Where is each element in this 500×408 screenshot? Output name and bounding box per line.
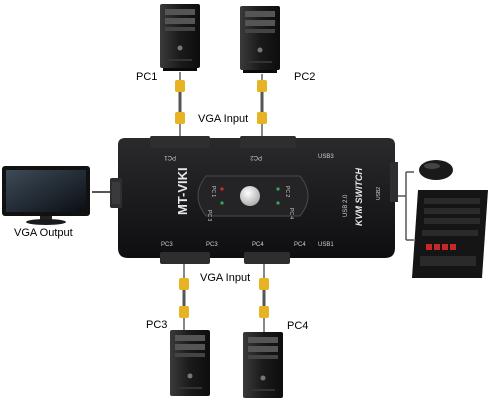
- kvm-switch-icon: PC1 PC2 USB3 PC3 PC3 PC4 PC4 USB1 PC 1 P…: [110, 136, 398, 264]
- vga-cable-pc1: [175, 72, 185, 142]
- switch-brand: MT-VIKI: [175, 167, 190, 215]
- led-pc3: [220, 201, 224, 205]
- switch-port-bottom-4: PC4: [294, 242, 306, 248]
- vga-connector-icon: [259, 278, 269, 290]
- vga-connector-icon: [179, 278, 189, 290]
- led-pc1: [220, 187, 224, 191]
- switch-usb2: USB2: [376, 187, 382, 200]
- label-pc1: PC1: [136, 71, 158, 83]
- vga-cable-pc3: [179, 262, 189, 330]
- switch-port-top-1: PC1: [164, 154, 176, 160]
- panel-label-pc3: PC 3: [206, 210, 212, 221]
- label-vga-output: VGA Output: [14, 227, 73, 239]
- label-vga-input-bottom: VGA Input: [200, 272, 251, 284]
- switch-port-top-2: PC2: [250, 154, 262, 160]
- vga-connector-icon: [175, 112, 185, 124]
- label-pc3: PC3: [146, 319, 168, 331]
- switch-model: KVM SWITCH: [354, 168, 364, 226]
- switch-button: [240, 186, 260, 206]
- switch-usb-version: USB 2.0: [343, 194, 349, 217]
- switch-port-top-3: USB3: [318, 154, 334, 160]
- panel-label-pc4: PC 4: [288, 208, 294, 219]
- vga-connector-icon: [259, 306, 269, 318]
- pc2-tower-icon: [240, 6, 280, 73]
- led-pc2: [276, 187, 280, 191]
- vga-cable-pc4: [259, 262, 269, 332]
- peripheral-bracket: [398, 171, 414, 241]
- switch-port-bottom-2: PC3: [206, 242, 218, 248]
- switch-port-bottom-3: PC4: [252, 242, 264, 248]
- pc3-tower-icon: [170, 330, 210, 396]
- panel-label-pc2: PC 2: [284, 186, 290, 197]
- keyboard-icon: [412, 190, 488, 278]
- vga-connector-icon: [257, 80, 267, 92]
- vga-connector-icon: [175, 80, 185, 92]
- pc4-tower-icon: [243, 332, 283, 398]
- pc1-tower-icon: [160, 4, 200, 71]
- panel-label-pc1: PC 1: [210, 186, 216, 197]
- label-pc2: PC2: [294, 71, 316, 83]
- monitor-icon: [2, 166, 90, 225]
- switch-port-bottom-5: USB1: [318, 242, 334, 248]
- led-pc4: [276, 201, 280, 205]
- vga-connector-icon: [179, 306, 189, 318]
- vga-connector-icon: [257, 112, 267, 124]
- label-vga-input-top: VGA Input: [198, 113, 249, 125]
- switch-port-bottom-1: PC3: [161, 242, 173, 248]
- mouse-icon: [419, 160, 453, 180]
- vga-cable-pc2: [257, 74, 267, 142]
- label-pc4: PC4: [287, 320, 309, 332]
